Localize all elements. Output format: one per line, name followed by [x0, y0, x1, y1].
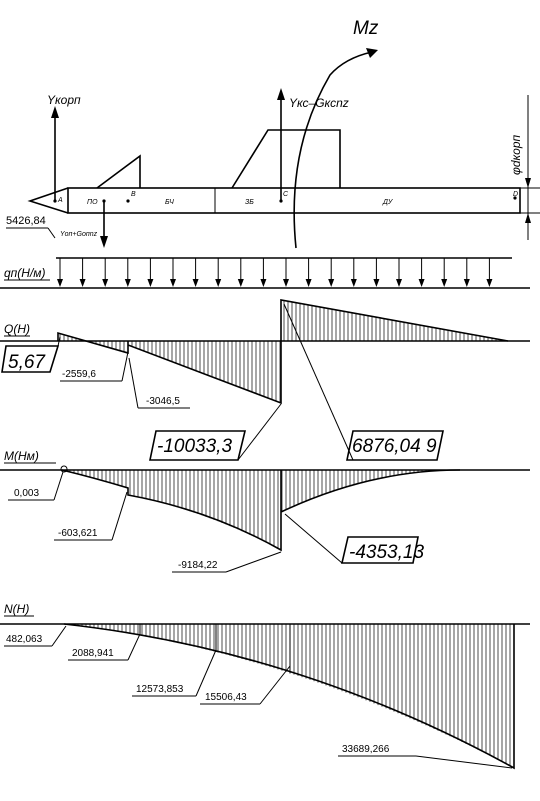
load-arrowhead: [441, 279, 448, 287]
moment-diagram: M(Нм) 0,003 -603,621 -9184,22 -4353,13: [0, 449, 530, 573]
load-arrowhead: [237, 279, 244, 287]
shear-value-4: -10033,3: [157, 436, 232, 457]
thrust-arrowhead: [51, 106, 59, 118]
normal-outline: [63, 623, 515, 770]
label-s4: ДУ: [382, 199, 394, 206]
shear-value-1: 5,67: [8, 352, 46, 373]
moment-arrowhead: [366, 48, 378, 58]
load-arrowhead: [418, 279, 425, 287]
normal-value-4: 15506,43: [205, 692, 247, 703]
load-arrowhead: [57, 279, 63, 287]
force-label-c: Yкс–Gксnz: [289, 96, 349, 110]
moment-value-2: -603,621: [58, 528, 98, 539]
normal-value-2: 2088,941: [72, 648, 114, 659]
load-arrowhead: [350, 279, 357, 287]
label-s1: ПО: [87, 199, 98, 206]
moment-value-1: 0,003: [14, 488, 39, 499]
label-d: D: [513, 191, 518, 198]
shear-box-1: [1, 345, 60, 373]
load-arrowhead: [396, 279, 402, 287]
moment-value-4: -4353,13: [349, 542, 424, 563]
force-arrowhead-po: [100, 236, 108, 248]
distributed-load: qп(Н/м): [0, 257, 530, 289]
label-s2: БЧ: [165, 199, 174, 206]
label-a: A: [57, 197, 63, 204]
diameter-dimension: φdкорп: [509, 95, 540, 240]
moment-curve: [293, 51, 373, 249]
load-arrows: [57, 258, 493, 287]
moment-outline: [61, 469, 461, 552]
normal-label: N(H): [4, 602, 29, 616]
point-b: [126, 199, 130, 203]
load-arrowhead: [124, 279, 131, 287]
load-arrowhead: [147, 279, 154, 287]
front-wing: [96, 154, 141, 189]
normal-value-3: 12573,853: [136, 684, 184, 695]
load-arrowhead: [102, 279, 109, 287]
shear-hatch: [59, 300, 505, 403]
point-d: [513, 196, 517, 200]
label-b: B: [131, 191, 136, 198]
load-arrowhead: [305, 279, 312, 287]
normal-value-1: 482,063: [6, 634, 43, 645]
load-arrowhead: [192, 279, 199, 287]
shear-value-5: 6876,04 9: [352, 436, 437, 457]
point-c: [279, 199, 283, 203]
normal-value-5: 33689,266: [342, 744, 390, 755]
load-arrowhead: [373, 279, 380, 287]
shear-diagram: Q(H) 5,67 -2559,6 -3046,5 -10033,3 6876,…: [0, 299, 530, 461]
moment-hatch: [65, 470, 455, 549]
moment-label: Mz: [353, 18, 379, 39]
diameter-label: φdкорп: [509, 134, 523, 175]
moment-diagram-label: M(Нм): [4, 449, 39, 463]
end-value: 5426,84: [6, 215, 46, 227]
point-a: [53, 199, 57, 203]
shear-outline: [57, 299, 509, 405]
label-c: C: [283, 191, 289, 198]
shear-value-3: -3046,5: [146, 396, 180, 407]
load-arrowhead: [260, 279, 267, 287]
moment-box-4: [340, 536, 419, 564]
force-arrowhead-c: [277, 88, 285, 100]
load-arrowhead: [486, 279, 493, 287]
force-label-po: Yоп+Gопnz: [60, 231, 98, 238]
load-arrowhead: [170, 279, 176, 287]
load-label: qп(Н/м): [4, 266, 46, 280]
label-s3: ЗБ: [245, 199, 254, 206]
load-arrowhead: [328, 279, 335, 287]
moment-value-3: -9184,22: [178, 560, 218, 571]
rear-wing: [231, 129, 341, 189]
thrust-label: Yкорп: [47, 93, 81, 107]
shear-value-2: -2559,6: [62, 369, 96, 380]
rocket-body: A ПО B БЧ ЗБ C ДУ D: [27, 129, 521, 214]
load-arrowhead: [215, 279, 222, 287]
body-forces: Yкорп Yкс–Gксnz Yоп+Gопnz Mz: [47, 18, 379, 249]
load-arrowhead: [463, 279, 470, 287]
normal-diagram: N(H) 482,063 2088,941 12573,853 15506,43…: [0, 602, 530, 770]
load-arrowhead: [283, 279, 289, 287]
load-arrowhead: [79, 279, 86, 287]
point-po: [102, 199, 106, 203]
shear-label: Q(H): [4, 322, 30, 336]
